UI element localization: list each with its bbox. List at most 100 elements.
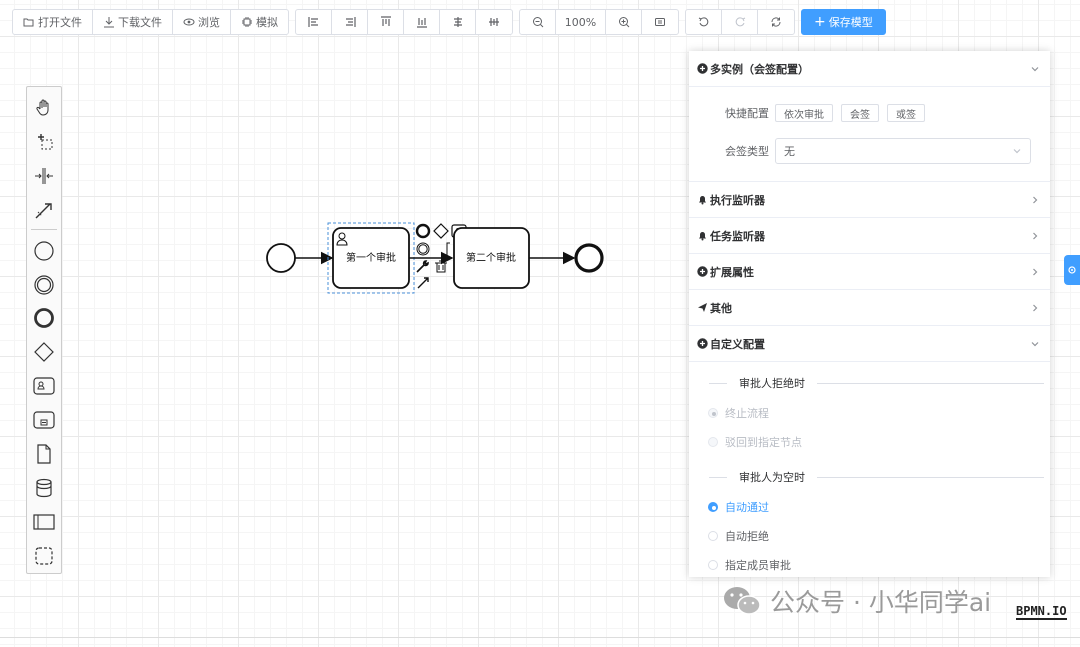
create-subprocess[interactable] — [29, 403, 59, 437]
undo-icon — [698, 17, 708, 27]
bpmn-io-logo[interactable]: BPMN.IO — [1016, 604, 1067, 620]
simulate-button[interactable]: 模拟 — [231, 10, 288, 34]
divider-line — [709, 382, 727, 384]
section-execution-listener-title: 执行监听器 — [710, 193, 765, 207]
reset-button[interactable] — [758, 10, 794, 34]
user-task-icon — [33, 377, 55, 395]
reject-title: 审批人拒绝时 — [739, 377, 805, 390]
chevron-right-icon — [1033, 304, 1038, 311]
radio-label: 指定成员审批 — [725, 558, 791, 572]
append-intermediate-event-icon[interactable] — [416, 242, 430, 256]
create-gateway[interactable] — [29, 335, 59, 369]
preview-button[interactable]: 浏览 — [173, 10, 231, 34]
align-bottom-button[interactable] — [404, 10, 440, 34]
create-intermediate-event[interactable] — [29, 268, 59, 302]
connect-arrow-icon[interactable] — [417, 277, 429, 289]
hand-tool[interactable] — [29, 91, 59, 125]
properties-panel: 多实例（会签配置） 快捷配置 依次审批 会签 或签 会签类型 无 执行监听器 任… — [689, 51, 1050, 577]
redo-button[interactable] — [722, 10, 758, 34]
divider-line — [817, 476, 1044, 478]
eye-icon — [183, 18, 195, 26]
refresh-icon — [771, 17, 781, 27]
create-data-store[interactable] — [29, 471, 59, 505]
section-extension-properties-header[interactable]: 扩展属性 — [689, 254, 1050, 290]
fit-viewport-button[interactable] — [642, 10, 678, 34]
radio-dot — [708, 530, 718, 541]
space-tool[interactable] — [29, 159, 59, 193]
radio-terminate-process[interactable]: 终止流程 — [689, 398, 1050, 427]
redo-icon — [735, 17, 745, 27]
cpu-icon — [242, 17, 252, 27]
create-pool[interactable] — [29, 505, 59, 539]
create-start-event[interactable] — [29, 234, 59, 268]
countersign-button[interactable]: 会签 — [841, 104, 879, 122]
section-multi-instance-header[interactable]: 多实例（会签配置） — [689, 51, 1050, 87]
align-button-group — [295, 9, 513, 35]
settings-icon — [1068, 266, 1076, 274]
start-event[interactable] — [266, 243, 296, 273]
chevron-right-icon — [1033, 232, 1038, 239]
section-task-listener-header[interactable]: 任务监听器 — [689, 218, 1050, 254]
data-store-icon — [36, 478, 52, 498]
tool-palette — [26, 86, 62, 574]
sequential-approval-button[interactable]: 依次审批 — [775, 104, 833, 122]
save-model-button[interactable]: + 保存模型 — [801, 9, 886, 35]
subprocess-icon — [33, 411, 55, 429]
create-group[interactable] — [29, 539, 59, 573]
group-icon — [35, 547, 53, 565]
align-top-icon — [380, 16, 391, 26]
create-end-event[interactable] — [29, 302, 59, 336]
open-file-button[interactable]: 打开文件 — [13, 10, 93, 34]
align-center-button[interactable] — [440, 10, 476, 34]
undo-button[interactable] — [686, 10, 722, 34]
delete-trash-icon[interactable] — [435, 260, 447, 273]
plus-circle-icon — [697, 338, 708, 349]
align-right-icon — [345, 17, 356, 27]
align-bottom-icon — [416, 18, 427, 28]
connect-icon — [35, 203, 52, 219]
pool-icon — [33, 514, 55, 530]
global-connect-tool[interactable] — [29, 193, 59, 227]
watermark: 公众号 · 小华同学ai — [722, 583, 991, 619]
file-button-group: 打开文件 下载文件 浏览 模拟 — [12, 9, 289, 35]
radio-reject-to-node[interactable]: 驳回到指定节点 — [689, 427, 1050, 456]
radio-assign-member[interactable]: 指定成员审批 — [689, 550, 1050, 577]
align-middle-button[interactable] — [476, 10, 512, 34]
append-end-event-icon[interactable] — [415, 223, 431, 239]
create-data-object[interactable] — [29, 437, 59, 471]
download-icon — [104, 17, 114, 28]
radio-auto-reject[interactable]: 自动拒绝 — [689, 521, 1050, 550]
align-left-icon — [307, 17, 318, 27]
download-file-button[interactable]: 下载文件 — [93, 10, 173, 34]
reject-divider: 审批人拒绝时 — [689, 368, 1050, 398]
section-custom-config-header[interactable]: 自定义配置 — [689, 326, 1050, 362]
lasso-tool[interactable] — [29, 125, 59, 159]
download-file-label: 下载文件 — [118, 16, 162, 29]
section-other-header[interactable]: 其他 — [689, 290, 1050, 326]
radio-auto-pass[interactable]: 自动通过 — [689, 492, 1050, 521]
zoom-in-button[interactable] — [606, 10, 642, 34]
align-left-button[interactable] — [296, 10, 332, 34]
create-user-task[interactable] — [29, 369, 59, 403]
section-execution-listener-header[interactable]: 执行监听器 — [689, 182, 1050, 218]
bell-icon — [697, 230, 708, 241]
zoom-out-icon — [532, 17, 543, 28]
folder-open-icon — [23, 18, 34, 27]
align-top-button[interactable] — [368, 10, 404, 34]
radio-dot — [708, 559, 718, 570]
panel-toggle-tab[interactable] — [1064, 255, 1080, 285]
bpmn-canvas[interactable]: 第一个审批 第二个审批 — [0, 0, 690, 640]
divider-line — [709, 476, 727, 478]
zoom-out-button[interactable] — [520, 10, 556, 34]
open-file-label: 打开文件 — [38, 16, 82, 29]
wrench-icon[interactable] — [416, 260, 429, 273]
countersign-type-select[interactable]: 无 — [775, 138, 1031, 164]
or-sign-button[interactable]: 或签 — [887, 104, 925, 122]
append-gateway-icon[interactable] — [433, 223, 449, 239]
chevron-right-icon — [1033, 196, 1038, 203]
simulate-label: 模拟 — [256, 16, 278, 29]
end-event[interactable] — [574, 243, 604, 273]
append-text-annotation-icon[interactable] — [446, 242, 450, 258]
bottom-border — [0, 637, 1080, 638]
align-right-button[interactable] — [332, 10, 368, 34]
